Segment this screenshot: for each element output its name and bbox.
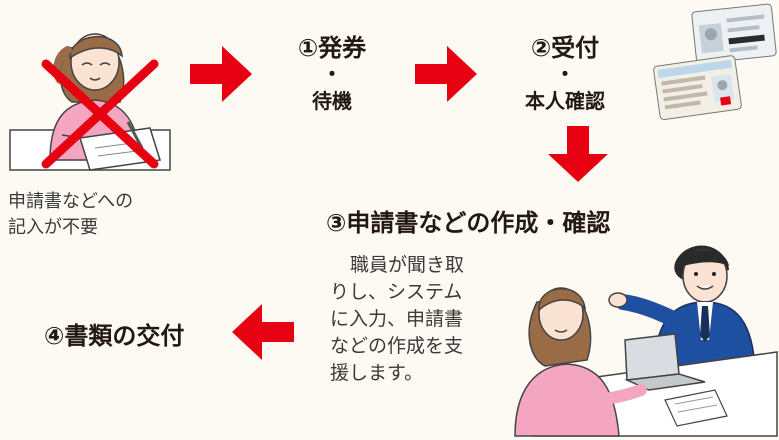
step-1-title: ①発券 [297,34,367,62]
staff-consultation-illustration [514,245,778,437]
cross-mark-icon [41,59,159,169]
arrow-down-icon [548,126,608,182]
description: 職員が聞き取 りし、システム に入力、申請書 などの作成を支 援します。 [330,252,510,387]
description-line: に入力、申請書 [330,308,464,330]
description-line: 職員が聞き取 [350,254,465,276]
arrow-right-icon [190,46,252,102]
step-1-separator: ・ [322,62,342,86]
step-2-sub: 本人確認 [525,89,605,113]
step-4-title: ④書類の交付 [44,322,185,350]
left-note: 申請書などへの 記入が不要 [8,189,133,241]
arrow-left-icon [232,304,294,360]
id-cards-illustration [653,3,777,121]
description-line: りし、システム [330,281,463,303]
step-2: ②受付 ・ 本人確認 [500,28,630,114]
step-2-separator: ・ [555,62,575,86]
step-1: ①発券 ・ 待機 [272,28,392,114]
left-note-line: 記入が不要 [8,217,98,238]
left-note-line: 申請書などへの [8,191,134,212]
description-line: 援します。 [330,362,424,384]
description-line: などの作成を支 [330,335,464,357]
step-3-title: ③申請書などの作成・確認 [326,209,611,237]
step-2-title: ②受付 [530,34,600,62]
arrow-right-icon [415,46,477,102]
step-1-sub: 待機 [312,89,352,113]
